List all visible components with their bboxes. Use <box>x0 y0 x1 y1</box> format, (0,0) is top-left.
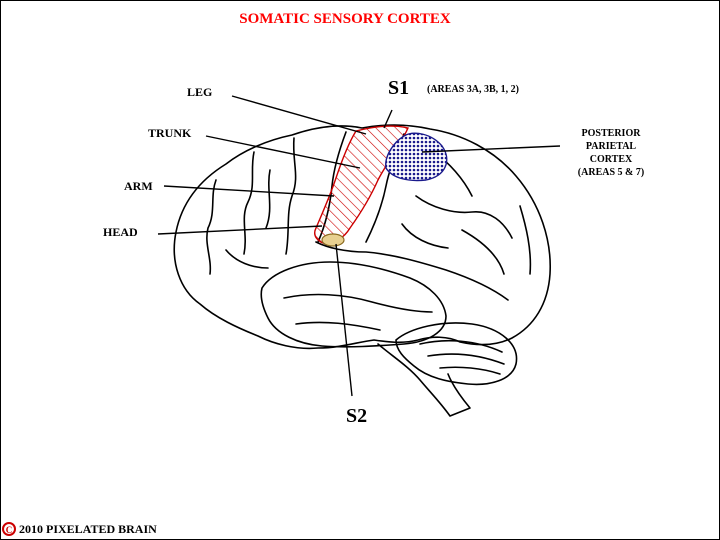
arm-leader-line <box>163 185 335 197</box>
ppc-line-4: (AREAS 5 & 7) <box>578 167 644 178</box>
ppc-line-2: PARIETAL <box>586 141 637 152</box>
copyright-notice: C 2010 PIXELATED BRAIN <box>2 522 157 536</box>
label-s2: S2 <box>346 405 367 427</box>
copyright-icon <box>2 522 16 536</box>
label-trunk: TRUNK <box>148 126 192 140</box>
label-s1-areas: (AREAS 3A, 3B, 1, 2) <box>427 84 519 95</box>
label-arm: ARM <box>124 179 153 193</box>
ppc-line-1: POSTERIOR <box>582 128 642 139</box>
label-head: HEAD <box>103 225 138 239</box>
cerebellum-brainstem <box>377 322 518 417</box>
copyright-text: 2010 PIXELATED BRAIN <box>19 522 157 536</box>
leg-leader-line <box>231 95 367 135</box>
s2-region <box>321 233 345 247</box>
label-s1: S1 <box>388 77 409 99</box>
ppc-leader-line <box>421 145 561 153</box>
label-leg: LEG <box>187 85 212 99</box>
copyright-symbol: C <box>6 525 13 535</box>
s1-leader-line <box>383 109 393 129</box>
s2-leader-line <box>335 243 353 397</box>
posterior-parietal-region <box>385 132 448 182</box>
trunk-leader-line <box>205 135 361 169</box>
ppc-line-3: CORTEX <box>590 154 633 165</box>
head-leader-line <box>157 225 323 235</box>
diagram-title: SOMATIC SENSORY CORTEX <box>239 11 451 27</box>
label-posterior-parietal-cortex: POSTERIOR PARIETAL CORTEX (AREAS 5 & 7) <box>578 128 644 178</box>
